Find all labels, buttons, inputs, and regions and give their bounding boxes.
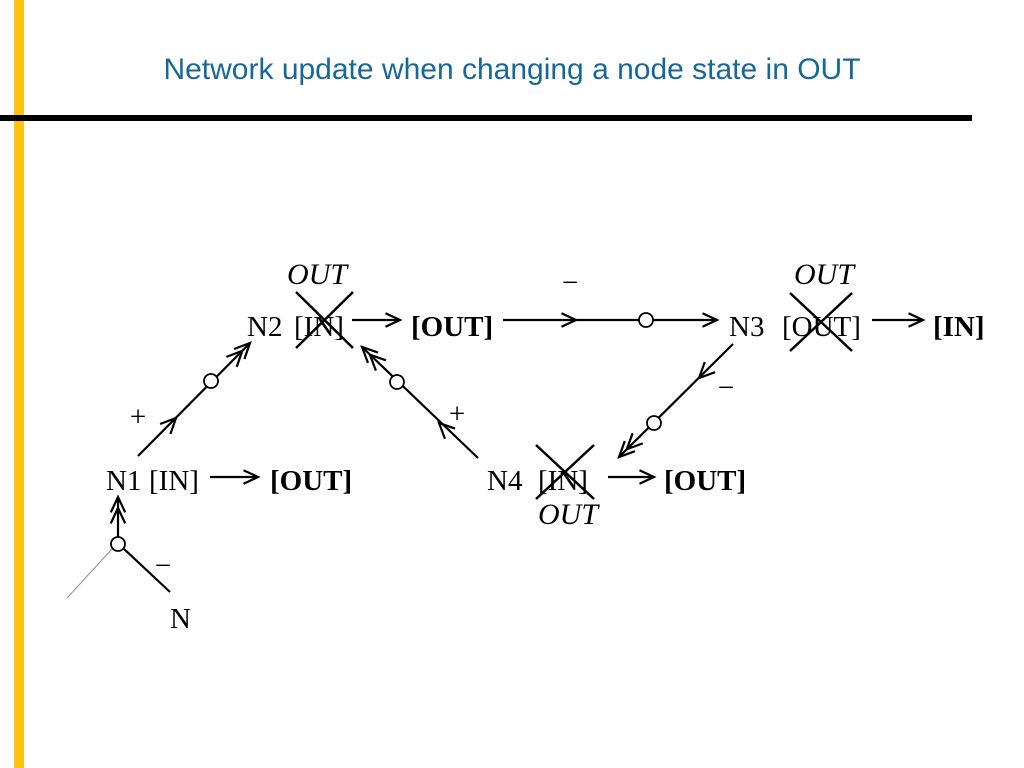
node-n: N: [170, 603, 191, 635]
accent-bar: [14, 0, 24, 768]
edge-n2-n3: −: [503, 267, 720, 328]
edge-line: [361, 346, 479, 459]
arrowhead-icon: [109, 494, 127, 513]
circle-marker: [389, 374, 405, 390]
arrowhead-icon: [243, 469, 261, 485]
node-annotation: OUT: [538, 498, 600, 531]
arrowhead-icon: [226, 349, 245, 368]
arrowhead-icon: [639, 469, 657, 485]
node-new-state: [IN]: [933, 311, 985, 343]
edge-line: [618, 343, 734, 458]
edge-sign: +: [449, 398, 465, 430]
edge-branch-left: [66, 548, 113, 599]
edge-branch-right: [123, 548, 171, 593]
mid-arrowhead-icon: [697, 361, 716, 380]
arrowhead-icon: [368, 352, 387, 371]
node-label: N1: [106, 465, 141, 497]
edge-sign: −: [562, 267, 578, 299]
edge-n1-n2: +: [130, 341, 252, 457]
node-label: N: [170, 603, 191, 635]
edge-n3-n4: −: [617, 343, 734, 459]
arrowhead-icon: [360, 345, 379, 364]
edge-n-n1: −: [66, 494, 171, 599]
cross-out-icon: [535, 444, 595, 500]
page-title: Network update when changing a node stat…: [163, 53, 861, 86]
edge-sign: −: [718, 372, 734, 404]
node-n2: OUT N2 [IN] [OUT]: [247, 258, 493, 349]
node-old-state: [IN]: [149, 465, 199, 497]
node-new-state: [OUT]: [664, 465, 746, 497]
circle-marker: [638, 312, 654, 328]
arrowhead-icon: [624, 432, 644, 452]
node-new-state: [OUT]: [270, 465, 352, 497]
cross-out-icon: [295, 291, 354, 349]
edge-line: [137, 342, 251, 457]
node-n4: N4 [IN] OUT [OUT]: [487, 444, 746, 531]
node-label: N3: [729, 311, 764, 343]
circle-marker: [203, 373, 219, 389]
mid-arrowhead-icon: [437, 421, 456, 440]
node-annotation: OUT: [794, 258, 856, 291]
node-n3: OUT N3 [OUT] [IN]: [729, 258, 985, 352]
edge-sign: +: [130, 401, 146, 433]
mid-arrowhead-icon: [561, 312, 579, 328]
arrowhead-icon: [617, 440, 636, 459]
node-label: N4: [487, 465, 523, 497]
node-n1: N1 [IN] [OUT]: [106, 465, 352, 497]
edge-sign: −: [155, 550, 171, 582]
arrowhead-icon: [109, 505, 127, 524]
arrowhead-icon: [385, 312, 403, 328]
node-annotation: OUT: [287, 258, 349, 291]
circle-marker: [646, 415, 662, 431]
arrowhead-icon: [702, 312, 720, 328]
arrowhead-icon: [233, 341, 252, 360]
mid-arrowhead-icon: [159, 416, 178, 435]
circle-marker: [110, 536, 126, 552]
title-rule: [0, 115, 972, 121]
edge-n4-n2: +: [360, 345, 479, 459]
cross-out-icon: [789, 292, 853, 352]
node-label: N2: [247, 311, 282, 343]
node-new-state: [OUT]: [411, 311, 493, 343]
node-old-state: [OUT]: [782, 311, 861, 343]
arrowhead-icon: [908, 312, 926, 328]
